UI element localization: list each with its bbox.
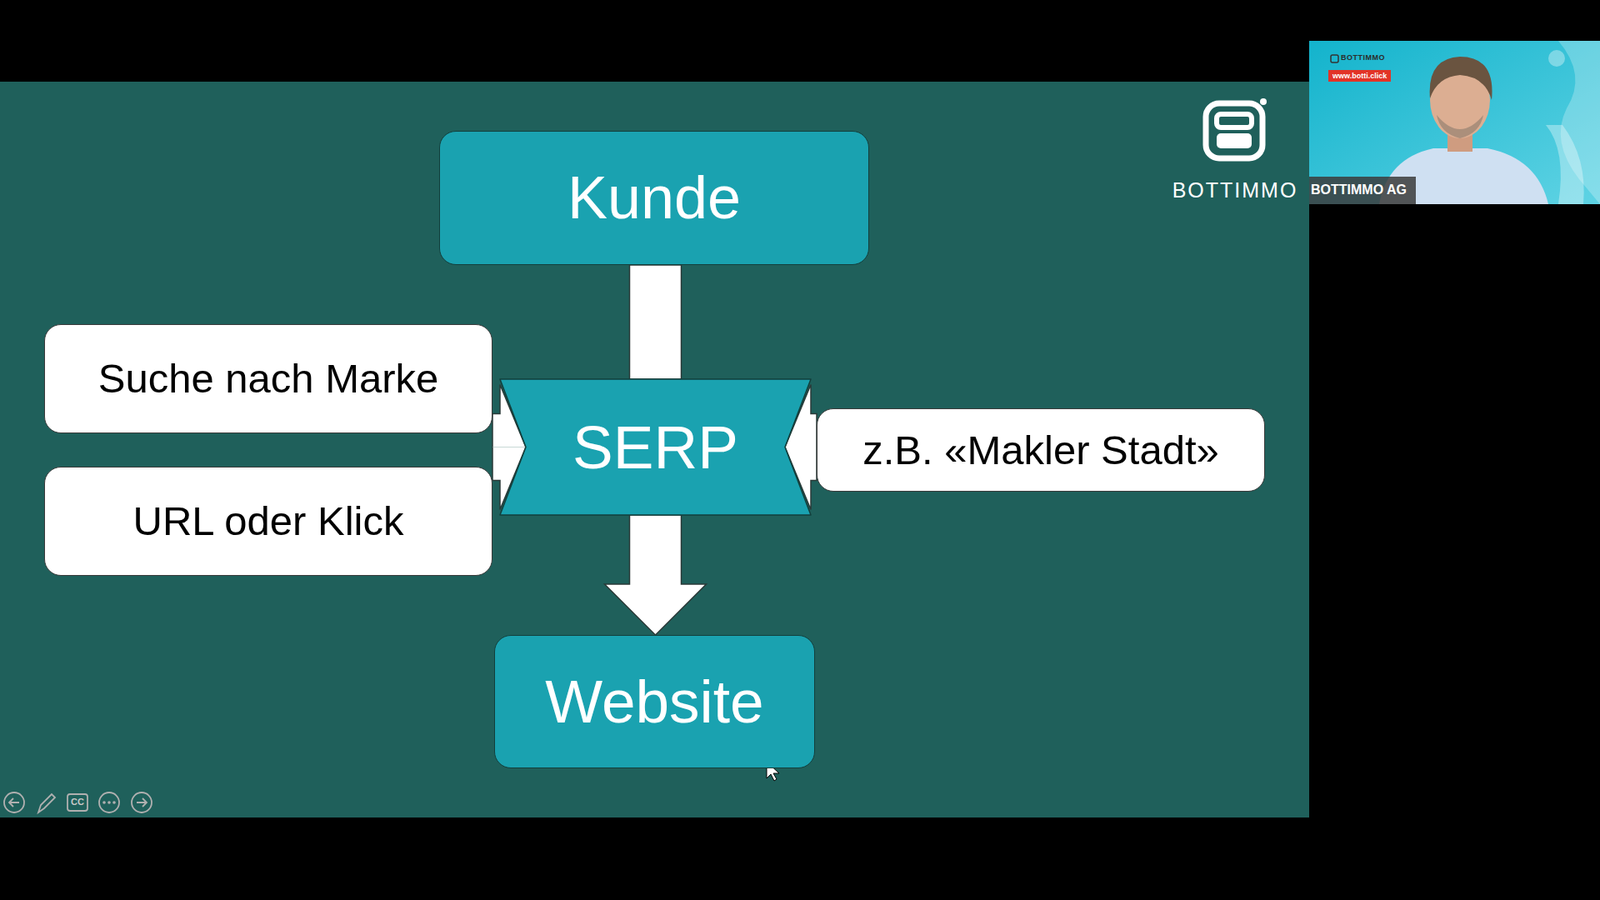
input-box: Suche nach Marke	[44, 324, 493, 434]
hub-outline-path	[500, 379, 811, 515]
slide-controls	[4, 792, 152, 813]
captions-icon-text: CC	[70, 796, 85, 808]
menu-dots	[102, 800, 116, 805]
slide-area	[0, 81, 1310, 818]
query-box: z.B. «Makler Stadt»	[816, 408, 1265, 492]
url-badge: www.botti.click	[1328, 70, 1391, 82]
node-text: Suche nach Marke	[98, 355, 440, 402]
node-text: Website	[545, 666, 764, 737]
logo-wordmark: BOTTIMMO	[1172, 178, 1299, 203]
hub-shape: SERP	[500, 379, 811, 515]
block-connector	[630, 265, 682, 380]
node-text: SERP	[572, 412, 739, 483]
process-box: Kunde	[439, 130, 870, 265]
video-thumbnail	[1309, 40, 1600, 205]
process-box: Website	[494, 635, 815, 769]
block-arrow	[605, 515, 707, 635]
node-text: z.B. «Makler Stadt»	[862, 426, 1220, 474]
logo-icon	[1205, 98, 1267, 159]
input-box: URL oder Klick	[44, 466, 493, 576]
participant-name: BOTTIMMO AG	[1310, 182, 1407, 198]
node-text: Kunde	[567, 163, 741, 233]
video-logo-text: BOTTIMMO	[1340, 53, 1385, 62]
node-text: URL oder Klick	[133, 497, 405, 545]
